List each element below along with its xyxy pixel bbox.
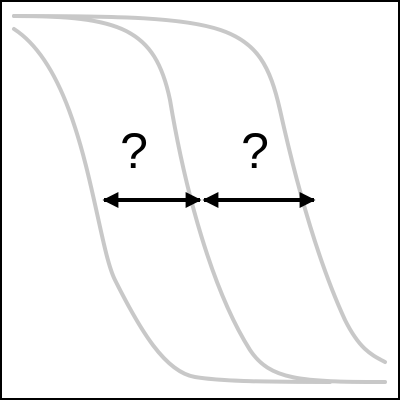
sigmoid-curve-right	[12, 14, 387, 364]
sigmoid-curve-left	[12, 27, 332, 384]
sigmoid-curve-middle	[12, 14, 387, 384]
question-mark-right: ?	[241, 123, 269, 179]
question-mark-left: ?	[120, 123, 148, 179]
